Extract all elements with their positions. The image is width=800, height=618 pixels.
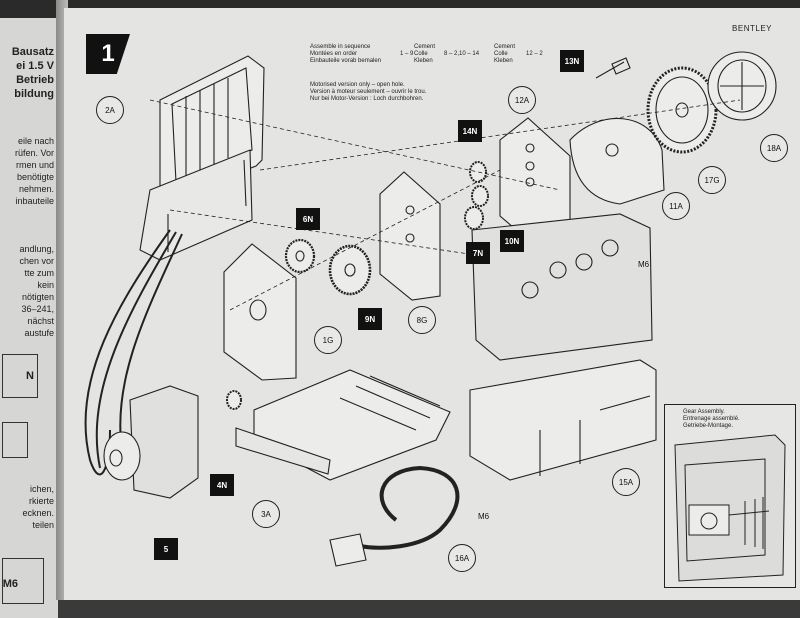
left-page-line: benötigte [16, 172, 54, 182]
part-16a-cable [329, 465, 460, 567]
instruction-line: Cement [414, 44, 436, 50]
left-page-line: rmen und [15, 160, 54, 170]
callout-18a: 18A [760, 134, 788, 162]
label-m6-cable: M6 [478, 512, 490, 521]
callout-2a: 2A [96, 96, 124, 124]
left-page-line: M6 [2, 578, 18, 590]
range-1: 1 – 9 [400, 51, 414, 57]
gear-assembly-inset: Gear Assembly. Entrenage assemblé. Getri… [664, 404, 796, 588]
inset-caption-line: Gear Assembly. [683, 409, 725, 415]
callout-6n: 6N [296, 208, 320, 230]
callout-8g: 8G [408, 306, 436, 334]
part-3a-floor [235, 369, 451, 481]
part-17g-gear [646, 66, 718, 154]
instruction-line: Colle [414, 51, 428, 57]
part-1g-plate [223, 243, 297, 381]
callout-17g: 17G [698, 166, 726, 194]
left-page-line: rüfen. Vor [14, 148, 54, 158]
instruction-line: Kleben [414, 58, 433, 64]
callout-5: 5 [154, 538, 178, 560]
part-2a-bulkhead [139, 55, 265, 261]
range-3: 12 – 2 [526, 51, 543, 57]
part-10n-gear [471, 185, 489, 207]
left-page-line: 36–241, [21, 304, 54, 314]
part-9n-gear [328, 244, 372, 296]
left-page-line: bildung [14, 88, 54, 100]
left-page-line: chen vor [19, 256, 54, 266]
instruction-line: Montées en order [310, 51, 358, 57]
left-page-line: nehmen. [18, 184, 54, 194]
part-6n-gear [284, 238, 316, 274]
left-page-line: andlung, [19, 244, 54, 254]
left-page-line: austufe [24, 328, 54, 338]
left-page-line: teilen [32, 520, 54, 530]
part-4n-gear [226, 390, 242, 410]
left-page-line: Betrieb [16, 74, 54, 86]
callout-9n: 9N [358, 308, 382, 330]
motor-note: Motorised version only – open hole. Vers… [310, 82, 426, 103]
left-page-line: kein [37, 280, 54, 290]
left-page-line: rkierte [28, 496, 54, 506]
callout-7n: 7N [466, 242, 490, 264]
instruction-line: Assemble in sequence [310, 44, 371, 50]
part-7n-gear [464, 206, 484, 230]
part-5-motor [103, 385, 199, 499]
callout-3a: 3A [252, 500, 280, 528]
callout-10n: 10N [500, 230, 524, 252]
callout-12a: 12A [508, 86, 536, 114]
part-8g-plate [379, 171, 441, 301]
instruction-line: Kleben [494, 58, 513, 64]
instruction-line: Einbauteile vorab bemalen [310, 58, 382, 64]
label-m6-dashboard: M6 [638, 260, 650, 269]
instruction-line: Nur bei Motor-Version : Loch durchbohren… [310, 96, 424, 102]
callout-13n: 13N [560, 50, 584, 72]
inset-caption: Gear Assembly. Entrenage assemblé. Getri… [683, 409, 740, 430]
instruction-line: Motorised version only – open hole. [310, 82, 405, 88]
left-page-line: ichen, [29, 484, 54, 494]
left-page-line: ei 1.5 V [16, 60, 54, 72]
inset-caption-line: Getriebe-Montage. [683, 423, 734, 429]
part-14n-gear [469, 161, 487, 183]
range-2: 8 – 2,10 – 14 [444, 51, 480, 57]
instruction-sequence: Assemble in sequence Montées en order Ei… [310, 44, 381, 65]
callout-16a: 16A [448, 544, 476, 572]
callout-14n: 14N [458, 120, 482, 142]
left-page-line: tte zum [24, 268, 54, 278]
part-18a-pulley [707, 51, 777, 121]
part-15a-body [469, 213, 657, 481]
callout-1g: 1G [314, 326, 342, 354]
cement-note-2: Cement Colle Kleben [494, 44, 515, 65]
callout-4n: 4N [210, 474, 234, 496]
inset-caption-line: Entrenage assemblé. [683, 416, 740, 422]
left-page-line: ecknen. [22, 508, 54, 518]
brand-label: BENTLEY [732, 24, 772, 33]
left-page-line: inbauteile [15, 196, 54, 206]
cement-note-1: Cement Colle Kleben [414, 44, 435, 65]
left-page-line: nächst [27, 316, 54, 326]
instruction-line: Cement [494, 44, 516, 50]
part-13n-shaft [595, 57, 631, 79]
left-page-line: eile nach [17, 136, 54, 146]
instruction-line: Colle [494, 51, 508, 57]
left-page-box [2, 354, 38, 398]
left-page-line: nötigten [21, 292, 54, 302]
left-page-line: N [26, 370, 34, 382]
left-page-box [2, 422, 28, 458]
part-11a-plate [569, 118, 665, 205]
callout-11a: 11A [662, 192, 690, 220]
inset-drawing [674, 434, 786, 582]
left-page-line: Bausatz [11, 46, 54, 58]
instruction-line: Version à moteur seulement – ouvrir le t… [310, 89, 427, 95]
callout-15a: 15A [612, 468, 640, 496]
